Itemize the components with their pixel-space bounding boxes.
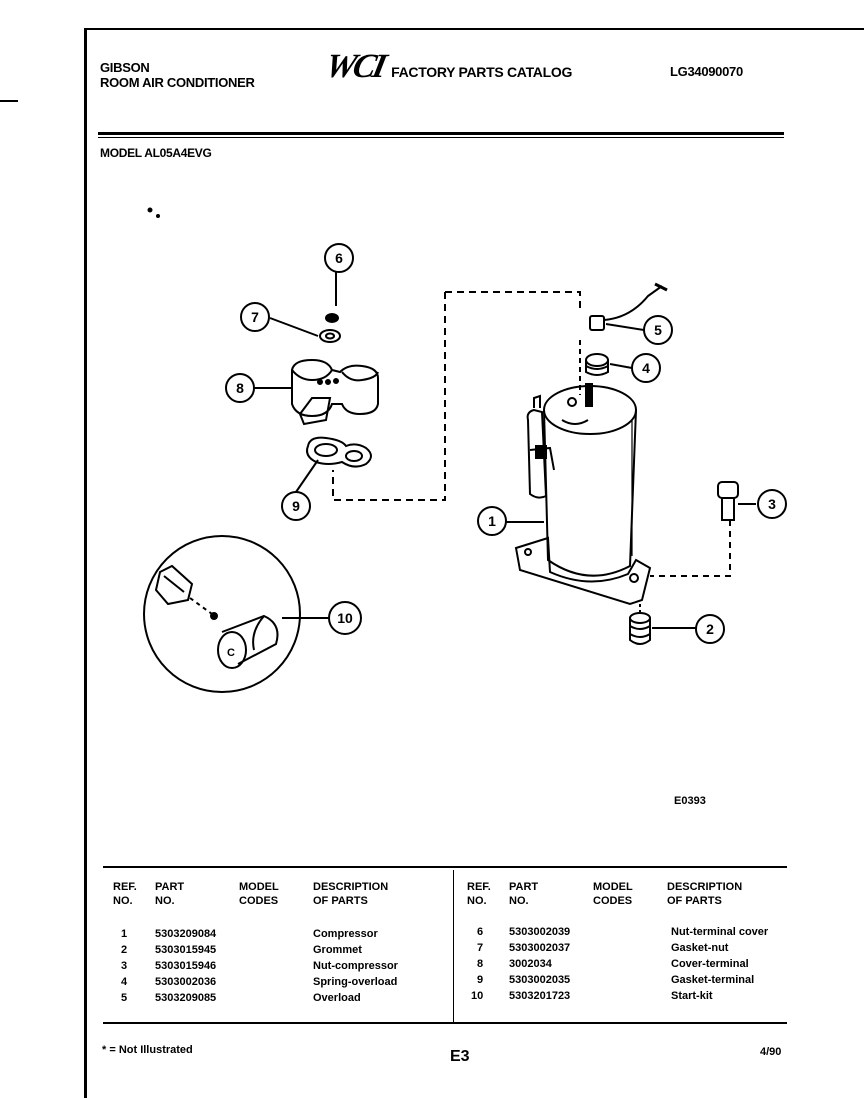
row-6-part: 5303002039 [509, 926, 571, 938]
callout-5: 5 [654, 322, 662, 338]
row-7-part: 5303002037 [509, 942, 571, 954]
callout-1: 1 [488, 513, 496, 529]
model-label: MODEL AL05A4EVG [100, 146, 212, 160]
compressor-nut [650, 481, 739, 577]
row-4-part: 5303002036 [155, 976, 217, 988]
row-2-desc: Grommet [313, 944, 362, 956]
page-frame-top [84, 28, 864, 30]
terminal-gasket [306, 436, 372, 468]
callout-4: 4 [642, 360, 650, 376]
row-8-ref: 8 [477, 958, 484, 970]
overload [589, 282, 668, 331]
callout-9: 9 [292, 498, 300, 514]
row-9-desc: Gasket-terminal [671, 974, 755, 986]
header-rule-thick [98, 132, 784, 135]
revision-date: 4/90 [760, 1046, 782, 1058]
row-6-desc: Nut-terminal cover [671, 926, 769, 938]
row-4-ref: 4 [121, 976, 128, 988]
row-10-ref: 10 [471, 990, 484, 1002]
callout-6: 6 [335, 250, 343, 266]
row-2-part: 5303015945 [155, 944, 217, 956]
table-bottom-rule [103, 1022, 787, 1024]
row-2-ref: 2 [121, 944, 128, 956]
row-3-part: 5303015946 [155, 960, 217, 972]
catalog-title: FACTORY PARTS CATALOG [391, 63, 573, 80]
capacitor-mark: C [227, 647, 235, 659]
leader-7 [269, 317, 319, 337]
row-3-ref: 3 [121, 960, 128, 972]
callout-6-circle [324, 243, 354, 273]
header-rule-thin [98, 137, 784, 138]
row-1-ref: 1 [121, 928, 128, 940]
row-9-ref: 9 [477, 974, 484, 986]
row-8-desc: Cover-terminal [671, 958, 749, 970]
row-4-desc: Spring-overload [313, 976, 398, 988]
row-1-desc: Compressor [313, 928, 378, 940]
callout-2: 2 [706, 621, 714, 637]
row-7-desc: Gasket-nut [671, 942, 729, 954]
catalog-title-block: WCI FACTORY PARTS CATALOG [322, 48, 573, 85]
row-3-desc: Nut-compressor [313, 960, 398, 972]
dashed-leader-top [445, 291, 581, 310]
start-kit-detail [143, 535, 301, 693]
row-9-part: 5303002035 [509, 974, 571, 986]
edge-mark [0, 100, 18, 102]
brand-block: GIBSON ROOM AIR CONDITIONER [100, 60, 255, 90]
terminal-cover-nut [325, 313, 339, 323]
row-7-ref: 7 [477, 942, 484, 954]
document-number: LG34090070 [670, 64, 743, 79]
callout-7: 7 [251, 309, 259, 325]
row-10-part: 5303201723 [509, 990, 571, 1002]
callout-3: 3 [768, 496, 776, 512]
callout-8: 8 [236, 380, 244, 396]
stray-dot [147, 207, 153, 213]
row-5-ref: 5 [121, 992, 128, 1004]
compressor [514, 383, 652, 606]
row-1-part: 5303209084 [155, 928, 217, 940]
terminal-cover [291, 358, 379, 426]
callout-10: 10 [337, 610, 353, 626]
leader-4 [609, 363, 633, 369]
row-5-part: 5303209085 [155, 992, 217, 1004]
table-top-rule [103, 866, 787, 868]
table-divider [453, 870, 454, 1022]
overload-spring [585, 353, 609, 376]
figure-code: E0393 [674, 795, 706, 807]
row-6-ref: 6 [477, 926, 484, 938]
header-ref-right: REF.NO. [467, 881, 491, 907]
page-frame-left [84, 28, 87, 1098]
header-ref-left: REF.NO. [113, 881, 137, 907]
row-8-part: 3002034 [509, 958, 552, 970]
leader-5 [605, 323, 645, 331]
gasket-nut [319, 329, 341, 343]
brand-name: GIBSON [100, 60, 150, 75]
product-line: ROOM AIR CONDITIONER [100, 75, 255, 90]
not-illustrated-note: * = Not Illustrated [102, 1044, 193, 1056]
leader-9 [295, 459, 319, 493]
row-10-desc: Start-kit [671, 990, 713, 1002]
page-number: E3 [450, 1048, 470, 1065]
row-5-desc: Overload [313, 992, 361, 1004]
grommet [629, 604, 651, 645]
dashed-leader-left [332, 292, 446, 501]
